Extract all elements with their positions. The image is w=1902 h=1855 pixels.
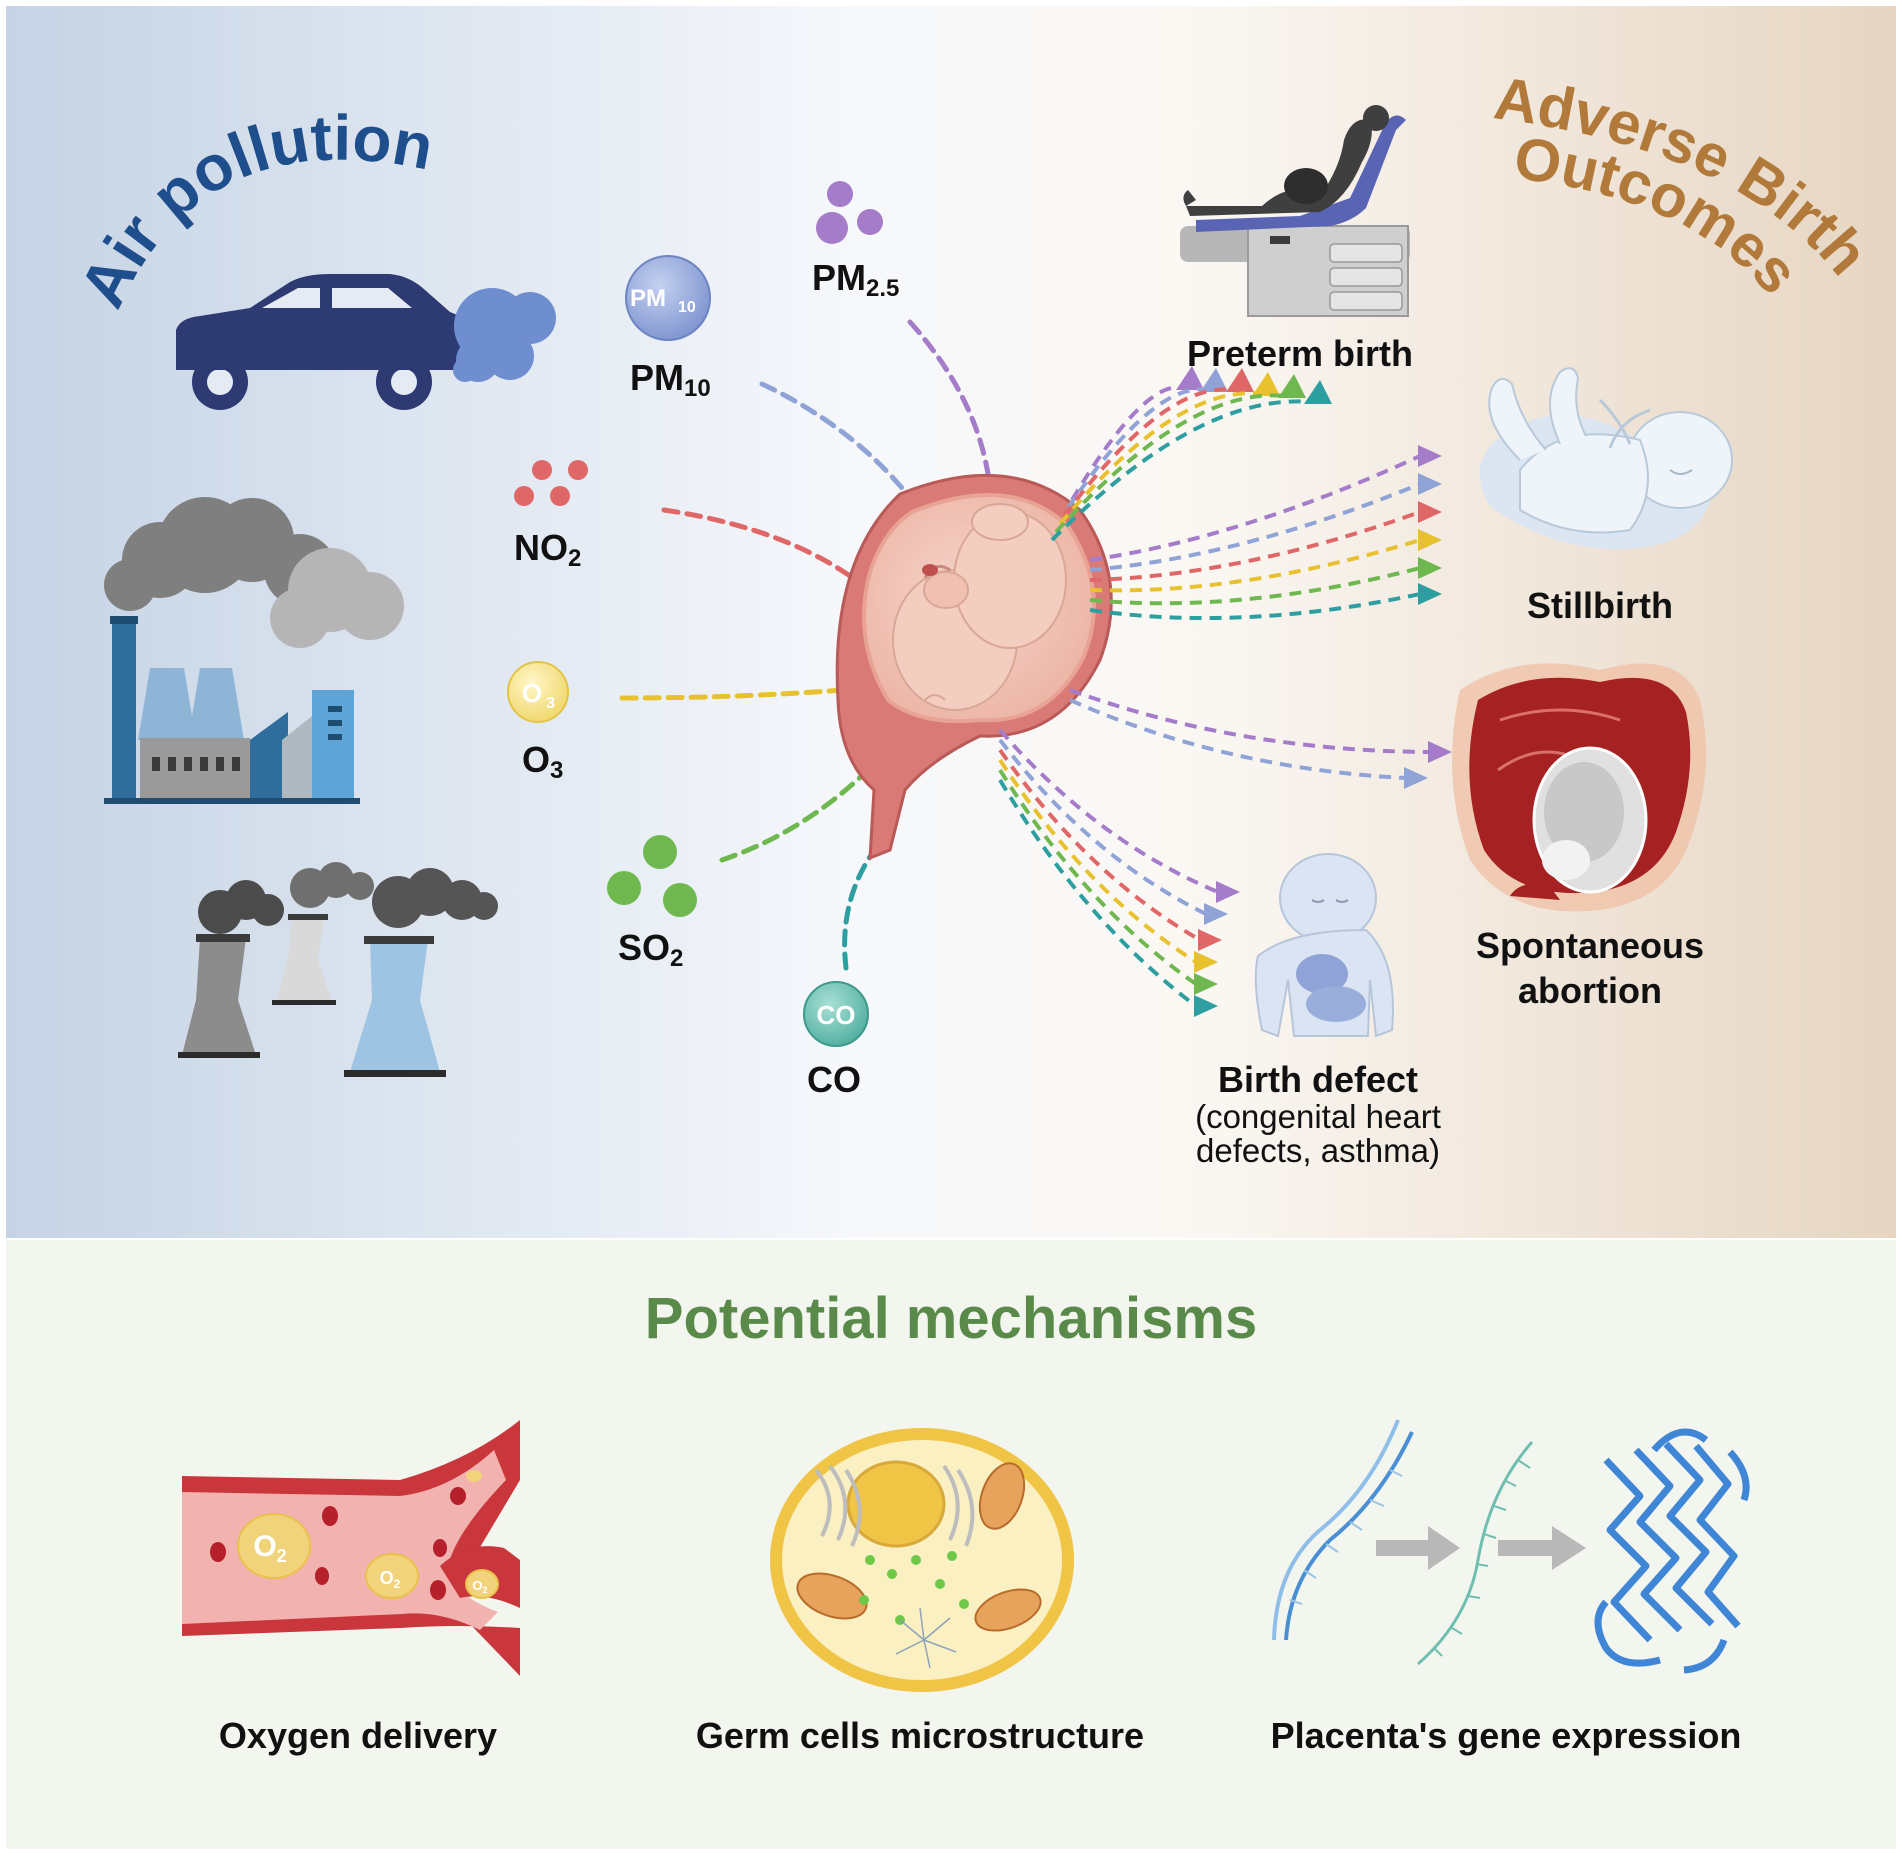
arrow-defect-6 [998,778,1198,1008]
arrowhead-defect-6 [1194,995,1218,1017]
transcription-arrow-icon [1376,1526,1460,1570]
arrowhead-stillbirth-1 [1418,445,1442,467]
preterm-label: Preterm birth [1187,333,1413,374]
arrowhead-preterm-1 [1176,366,1204,390]
miscarriage-icon [1452,663,1707,912]
arrowhead-stillbirth-4 [1418,529,1442,551]
arrowhead-abortion-1 [1428,741,1452,763]
translation-arrow-icon [1498,1526,1586,1570]
arrow-defect-3 [998,748,1201,942]
o3-label: O3 [522,739,563,784]
factory-icon [104,497,404,804]
arrowhead-abortion-2 [1404,767,1428,789]
protein-icon [1594,1428,1750,1674]
arrow-abortion-2 [1069,698,1407,780]
arrowhead-stillbirth-5 [1418,557,1442,579]
svg-text:PM: PM [630,285,666,312]
abortion-label-line2: abortion [1518,970,1662,1011]
arrow-stillbirth-1 [1089,454,1421,562]
pm25-label: PM2.5 [812,257,899,302]
pm10-bubble-icon: PM 10 [625,255,711,341]
exhaust-cloud-icon [453,288,556,382]
no2-particles-icon [514,460,588,506]
arrowhead-preterm-3 [1226,368,1254,392]
dna-icon [1272,1419,1414,1641]
infant-organs-icon [1254,853,1394,1038]
arrowhead-defect-5 [1194,973,1218,995]
delivery-bed-icon [1180,105,1410,317]
cooling-tower-icon [178,862,498,1077]
cell-icon [770,1428,1074,1692]
pregnant-uterus-icon [835,473,1113,861]
pm25-particles-icon [816,181,883,244]
arrowhead-stillbirth-3 [1418,501,1442,523]
svg-text:10: 10 [678,299,696,316]
co-path [842,845,879,971]
outcome-arrows [998,366,1452,1017]
pm10-label: PM10 [630,357,711,402]
co-label: CO [807,1059,861,1100]
birth-defect-detail-2: defects, asthma) [1196,1132,1440,1169]
arrowhead-stillbirth-6 [1418,583,1442,605]
stillbirth-label: Stillbirth [1527,585,1673,626]
pm10-path [759,381,921,511]
stillborn-baby-icon [1479,367,1733,550]
birth-defect-detail-1: (congenital heart [1195,1098,1441,1135]
arrow-defect-2 [998,738,1207,916]
arrow-preterm-1 [1070,385,1185,502]
arrow-stillbirth-5 [1089,566,1421,606]
co-bubble-icon: CO [803,981,869,1047]
arrowhead-preterm-2 [1200,368,1228,392]
arrow-preterm-6 [1050,399,1313,542]
arrow-stillbirth-6 [1089,592,1421,621]
arrow-stillbirth-4 [1089,538,1421,593]
arrow-preterm-4 [1058,391,1261,526]
gene-expression-label: Placenta's gene expression [1271,1715,1742,1756]
arrowhead-defect-2 [1204,903,1228,925]
arrow-stillbirth-2 [1089,482,1421,572]
rna-icon [1417,1441,1534,1666]
arrowhead-stillbirth-2 [1418,473,1442,495]
svg-text:O2: O2 [380,1568,401,1591]
so2-particles-icon [607,835,697,917]
birth-defect-title: Birth defect [1218,1059,1418,1100]
svg-text:O: O [522,678,542,708]
o3-bubble-icon: O 3 [507,661,569,723]
arrow-preterm-5 [1054,393,1287,534]
oxygen-delivery-label: Oxygen delivery [219,1715,497,1756]
arrowhead-preterm-4 [1252,372,1280,396]
arrow-defect-5 [998,768,1198,986]
so2-label: SO2 [618,927,683,972]
arrow-stillbirth-3 [1089,510,1421,582]
arrow-preterm-2 [1066,387,1209,510]
svg-text:O2: O2 [472,1578,487,1595]
car-icon [176,274,476,410]
arrowhead-preterm-5 [1278,374,1306,398]
arrow-defect-1 [998,728,1219,894]
arrow-preterm-3 [1062,387,1235,518]
abortion-label-line1: Spontaneous [1476,925,1704,966]
arrowhead-defect-1 [1216,881,1240,903]
arrowhead-preterm-6 [1304,380,1332,404]
o3-path [619,687,845,701]
germ-cells-label: Germ cells microstructure [696,1715,1144,1756]
pm25-path [907,319,993,491]
arrow-defect-4 [998,758,1198,964]
blood-vessel-icon: O2 O2 O2 [182,1420,520,1676]
svg-text:O2: O2 [253,1530,286,1566]
no2-label: NO2 [514,527,581,572]
arrowhead-defect-3 [1198,929,1222,951]
arrow-abortion-1 [1069,688,1431,754]
svg-text:CO: CO [817,1000,856,1030]
arrowhead-defect-4 [1194,951,1218,973]
svg-text:3: 3 [546,695,555,712]
mechanisms-title: Potential mechanisms [645,1286,1257,1351]
